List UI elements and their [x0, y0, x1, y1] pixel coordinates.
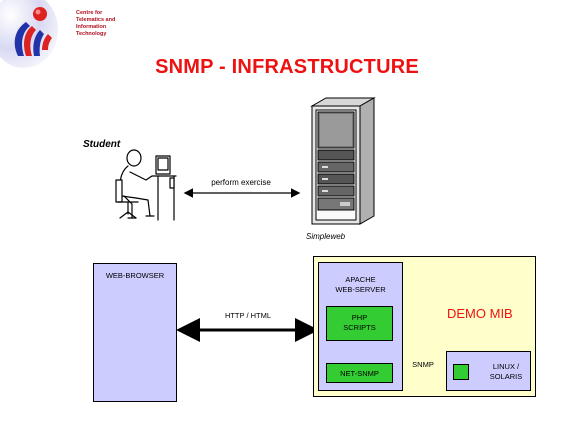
os-line-1: LINUX /	[492, 362, 520, 371]
net-snmp-box: NET-SNMP	[326, 363, 393, 383]
apache-line-2: WEB-SERVER	[335, 285, 386, 294]
demo-mib-label: DEMO MIB	[447, 306, 513, 321]
web-browser-box: WEB-BROWSER	[93, 263, 177, 402]
net-snmp-label: NET-SNMP	[340, 369, 379, 378]
student-label: Student	[83, 139, 121, 150]
exercise-label: perform exercise	[211, 178, 271, 187]
php-label: PHP SCRIPTS	[327, 313, 392, 333]
org-line-3: Information	[76, 24, 107, 30]
page-title: SNMP - INFRASTRUCTURE	[155, 56, 419, 78]
apache-label: APACHE WEB-SERVER	[319, 275, 402, 295]
server-rack-icon	[310, 97, 376, 225]
php-line-1: PHP	[351, 313, 368, 322]
org-line-1: Centre for	[76, 10, 103, 16]
snmp-label: SNMP	[412, 360, 434, 369]
demo-mib-box	[453, 364, 469, 380]
os-label: LINUX / SOLARIS	[480, 362, 532, 382]
apache-line-1: APACHE	[345, 275, 376, 284]
php-scripts-box: PHP SCRIPTS	[326, 306, 393, 341]
org-line-2: Telematics and	[76, 17, 116, 23]
http-label: HTTP / HTML	[224, 311, 272, 320]
php-line-2: SCRIPTS	[343, 323, 376, 332]
os-line-2: SOLARIS	[489, 372, 523, 381]
web-browser-label: WEB-BROWSER	[105, 271, 165, 280]
student-at-computer-icon	[115, 149, 177, 221]
organization-name: Centre for Telematics and Information Te…	[76, 10, 156, 38]
simpleweb-label: Simpleweb	[306, 232, 346, 241]
ctit-logo-icon	[0, 0, 58, 68]
org-line-4: Technology	[76, 31, 107, 37]
